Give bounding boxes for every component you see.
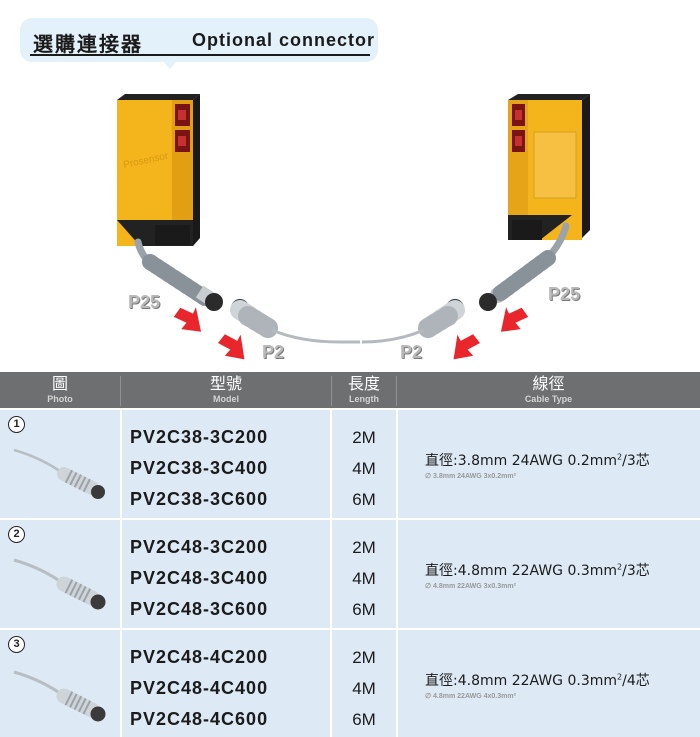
right-sensor-image xyxy=(479,94,590,311)
header-divider xyxy=(331,376,332,406)
lengths-cell: 2M 4M 6M xyxy=(332,532,396,625)
length-value: 4M xyxy=(352,569,376,588)
connector-cable-photo xyxy=(13,558,106,610)
cable-spec-sub: ∅ 3.8mm 24AWG 3x0.2mm² xyxy=(425,473,516,480)
table-row: 2 PV2C48-3C200 PV2C48-3C400 PV2C48-3C600… xyxy=(0,520,700,628)
cable-spec: 直徑:3.8mm 24AWG 0.2mm2/3芯 xyxy=(425,452,650,469)
title-underline xyxy=(30,54,370,56)
sensor-connector-illustration: Prosensor xyxy=(0,70,700,370)
row-divider xyxy=(0,518,700,520)
cable-type-cell: 直徑:3.8mm 24AWG 0.2mm2/3芯 ∅ 3.8mm 24AWG 3… xyxy=(425,450,650,480)
column-divider xyxy=(396,410,398,518)
table-row: 3 PV2C48-4C200 PV2C48-4C400 PV2C48-4C600… xyxy=(0,630,700,737)
label-left-p2: P2 xyxy=(262,342,285,362)
model-number: PV2C48-3C200 xyxy=(130,537,269,557)
models-cell: PV2C38-3C200 PV2C38-3C400 PV2C38-3C600 xyxy=(130,422,330,515)
arrow-left-lower xyxy=(217,334,245,360)
cable-spec-sub: ∅ 4.8mm 22AWG 4x0.3mm² xyxy=(425,693,516,700)
model-number: PV2C48-4C200 xyxy=(130,647,269,667)
model-number: PV2C38-3C200 xyxy=(130,427,269,447)
cable-spec-sub: ∅ 4.8mm 22AWG 3x0.3mm² xyxy=(425,583,516,590)
connector-cable-photo xyxy=(13,670,106,722)
illustration-graphic: Prosensor xyxy=(117,94,590,360)
row-number: 2 xyxy=(8,526,25,543)
row-number: 3 xyxy=(8,636,25,653)
title-english: Optional connector xyxy=(192,30,376,50)
title-bubble: 選購連接器 Optional connector xyxy=(20,18,378,69)
model-number: PV2C38-3C400 xyxy=(130,458,269,478)
header-divider xyxy=(396,376,397,406)
lengths-cell: 2M 4M 6M xyxy=(332,422,396,515)
row-number: 1 xyxy=(8,416,25,433)
arrow-right-upper xyxy=(500,307,529,332)
length-value: 6M xyxy=(352,710,376,729)
label-right-p25: P25 xyxy=(548,284,581,304)
column-divider xyxy=(396,630,398,737)
column-divider xyxy=(330,630,332,737)
arrow-right-lower xyxy=(453,334,481,360)
left-p2-connector-image xyxy=(230,299,360,344)
models-cell: PV2C48-4C200 PV2C48-4C400 PV2C48-4C600 xyxy=(130,642,330,735)
column-divider xyxy=(330,520,332,628)
length-value: 6M xyxy=(352,490,376,509)
speech-tail xyxy=(162,60,178,69)
column-divider xyxy=(120,520,122,628)
photo-cell: 2 xyxy=(0,520,120,628)
photo-cell: 1 xyxy=(0,410,120,518)
model-number: PV2C48-4C600 xyxy=(130,709,269,729)
column-divider xyxy=(120,410,122,518)
title-chinese: 選購連接器 xyxy=(33,32,143,56)
column-divider xyxy=(396,520,398,628)
length-value: 4M xyxy=(352,679,376,698)
model-number: PV2C48-3C400 xyxy=(130,568,269,588)
arrow-left-upper xyxy=(173,307,202,332)
row-divider xyxy=(0,628,700,630)
lengths-cell: 2M 4M 6M xyxy=(332,642,396,735)
label-right-p2: P2 xyxy=(400,342,423,362)
connector-cable-photo xyxy=(13,448,105,499)
cable-type-cell: 直徑:4.8mm 22AWG 0.3mm2/4芯 ∅ 4.8mm 22AWG 4… xyxy=(425,670,650,700)
length-value: 2M xyxy=(352,648,376,667)
red-arrows xyxy=(173,307,529,360)
model-number: PV2C48-3C600 xyxy=(130,599,269,619)
column-divider xyxy=(120,630,122,737)
right-p2-connector-image xyxy=(361,299,465,344)
length-value: 2M xyxy=(352,428,376,447)
models-cell: PV2C48-3C200 PV2C48-3C400 PV2C48-3C600 xyxy=(130,532,330,625)
cable-spec: 直徑:4.8mm 22AWG 0.3mm2/3芯 xyxy=(425,562,650,579)
column-divider xyxy=(330,410,332,518)
model-number: PV2C48-4C400 xyxy=(130,678,269,698)
length-value: 2M xyxy=(352,538,376,557)
cable-spec: 直徑:4.8mm 22AWG 0.3mm2/4芯 xyxy=(425,672,650,689)
left-sensor-image: Prosensor xyxy=(117,94,223,311)
table-row: 1 PV2C38-3C200 PV2C38-3C400 PV2C38-3C600… xyxy=(0,410,700,518)
model-number: PV2C38-3C600 xyxy=(130,489,269,509)
length-value: 4M xyxy=(352,459,376,478)
cable-type-cell: 直徑:4.8mm 22AWG 0.3mm2/3芯 ∅ 4.8mm 22AWG 3… xyxy=(425,560,650,590)
header-divider xyxy=(120,376,121,406)
photo-cell: 3 xyxy=(0,630,120,737)
label-left-p25: P25 xyxy=(128,292,161,312)
length-value: 6M xyxy=(352,600,376,619)
